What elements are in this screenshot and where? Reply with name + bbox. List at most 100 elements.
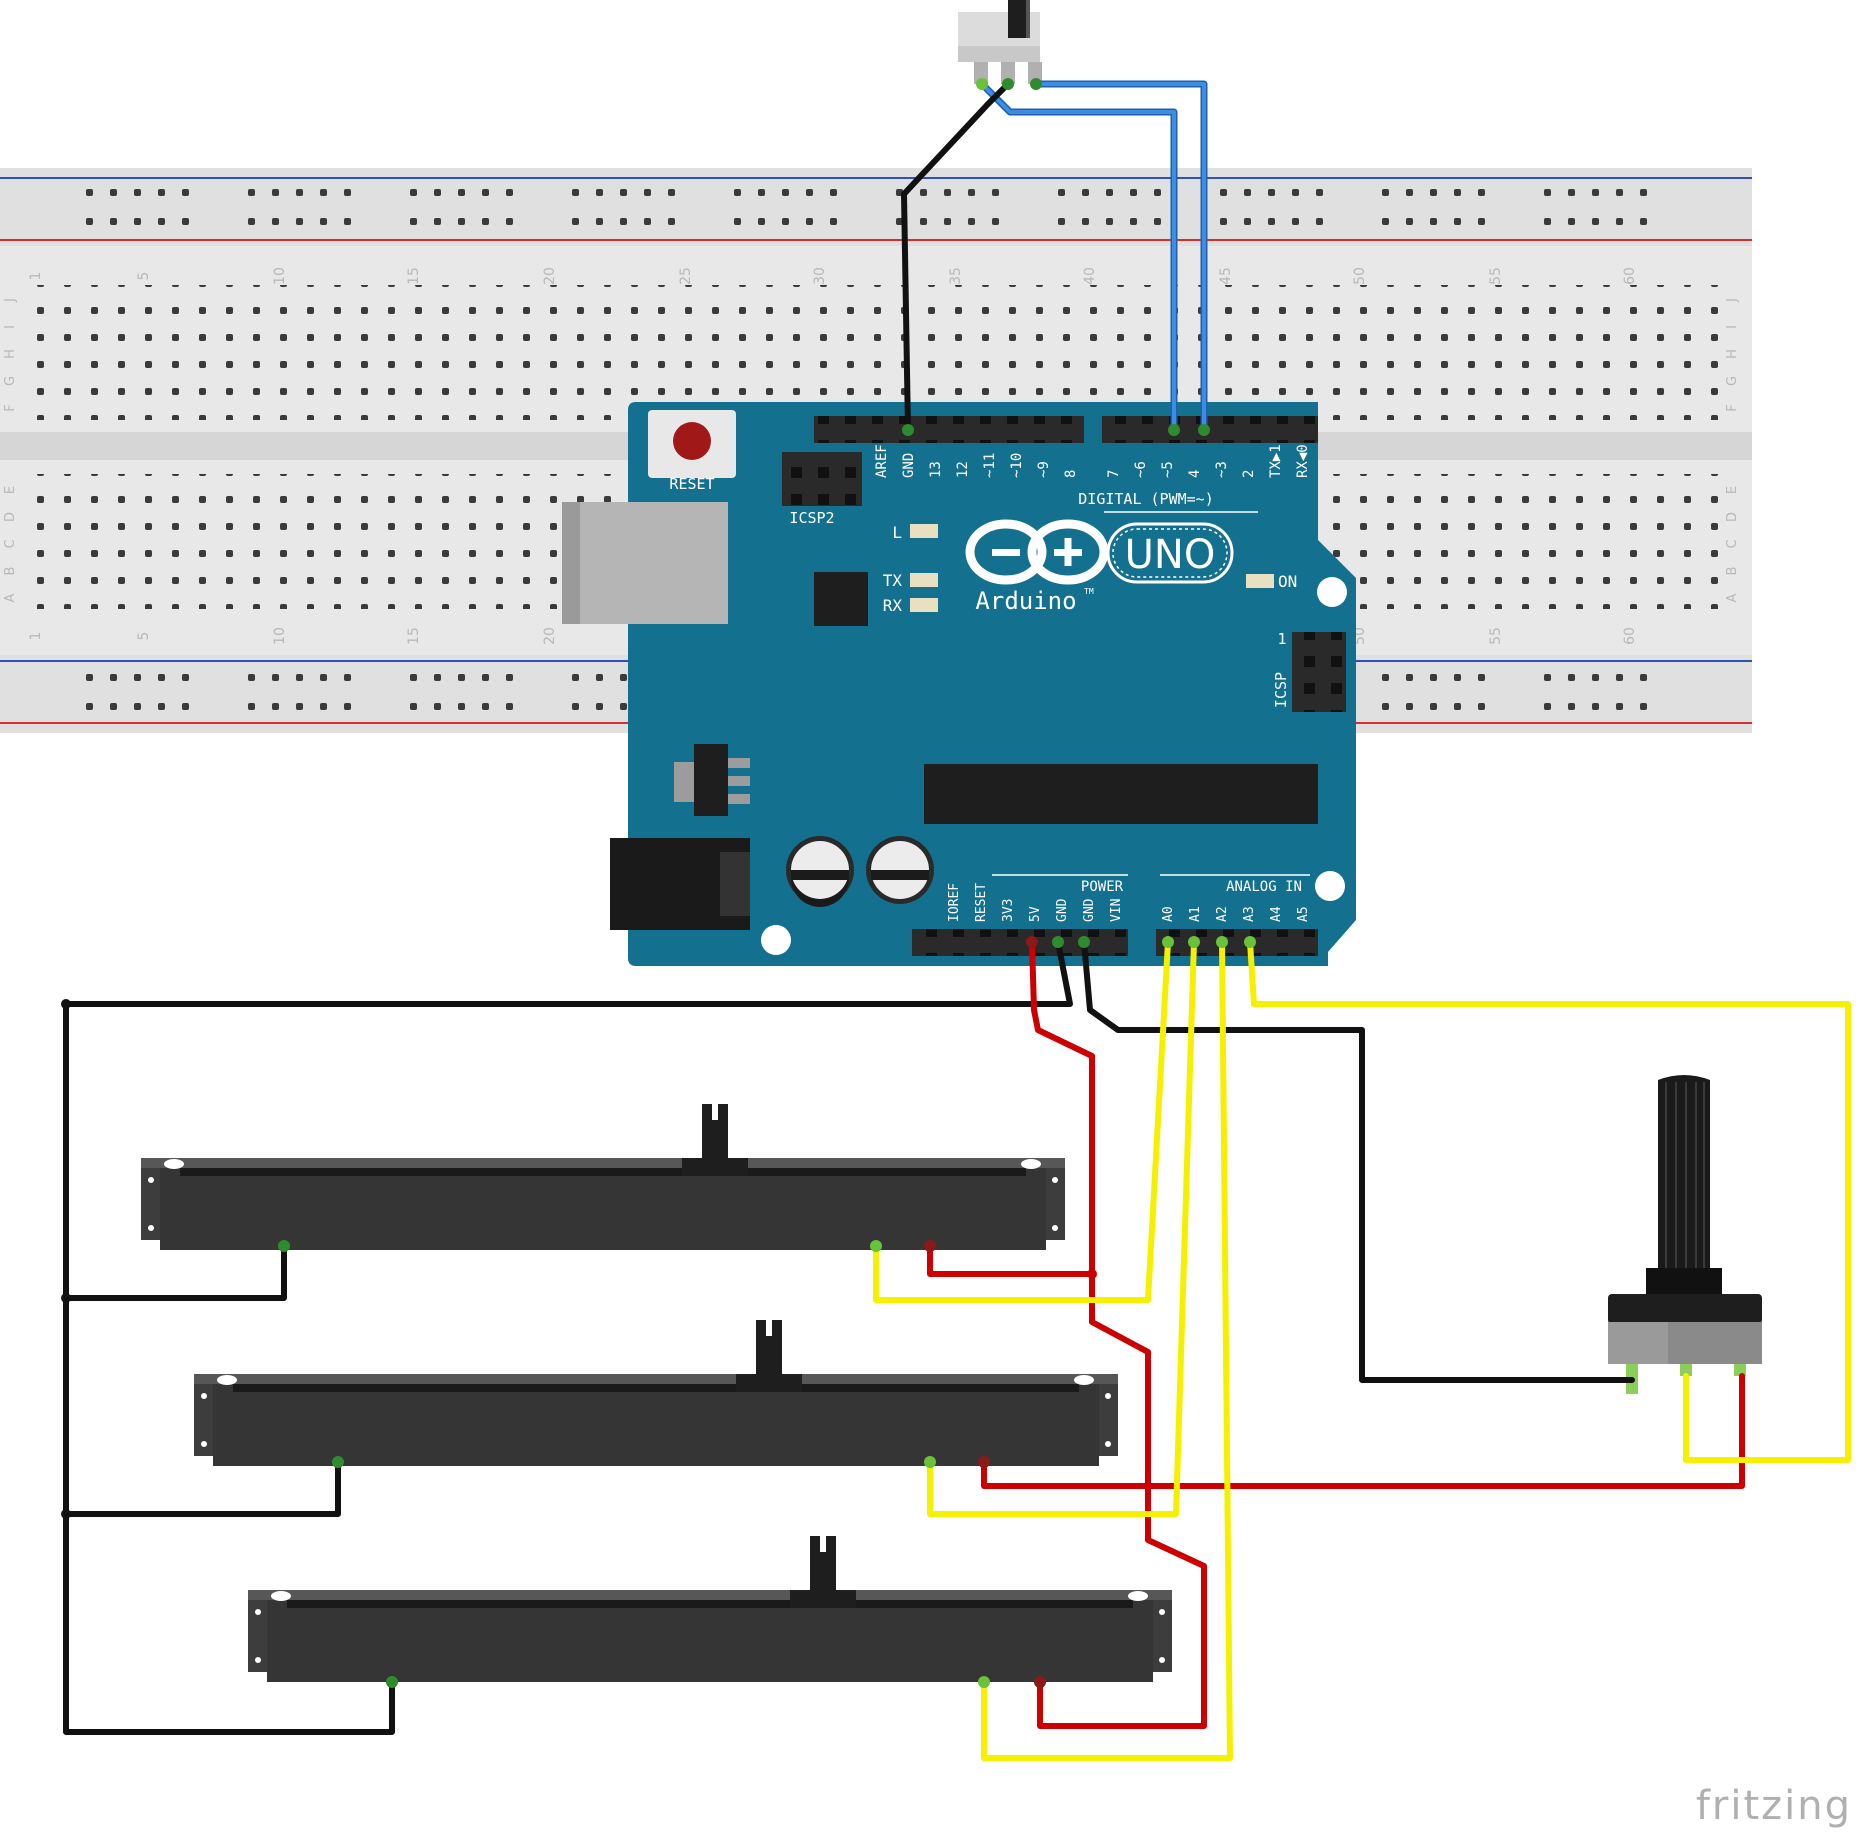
rail-hole (1640, 218, 1647, 225)
rail-hole (1244, 218, 1251, 225)
wire-yellow-a3 (1247, 939, 1851, 1463)
digital-pin-label: 4 (1187, 470, 1203, 478)
slider-knob[interactable] (682, 1158, 748, 1176)
slider-knob[interactable] (736, 1374, 802, 1392)
rail-hole (1640, 189, 1647, 196)
rail-hole (620, 189, 627, 196)
rail-hole (110, 218, 117, 225)
power-pin-label: 5V (1028, 906, 1043, 922)
row-letter: E (1725, 486, 1740, 494)
rail-hole (482, 674, 489, 681)
rotary-nut (1646, 1268, 1722, 1294)
rail-hole (1616, 218, 1623, 225)
rail-hole (1406, 218, 1413, 225)
rail-hole (1082, 218, 1089, 225)
rail-hole (1292, 218, 1299, 225)
digital-pin-label: GND (901, 453, 917, 478)
rail-hole (320, 703, 327, 710)
rail-hole (668, 218, 675, 225)
digital-pin-label: ~3 (1214, 461, 1230, 478)
rail-hole (806, 218, 813, 225)
row-letter: D (1725, 512, 1740, 522)
row-letter: D (3, 512, 18, 522)
rail-hole (158, 703, 165, 710)
rail-hole (182, 218, 189, 225)
led-tx (910, 573, 938, 587)
analog-label: ANALOG IN (1226, 879, 1302, 895)
wire-black-gnd-bus (63, 939, 1073, 1735)
digital-pin-label: ~10 (1009, 453, 1025, 478)
slider-knob-handle[interactable] (702, 1104, 728, 1158)
icsp-label: ICSP (1272, 672, 1290, 708)
rail-hole (344, 218, 351, 225)
reset-button-cap[interactable] (673, 422, 711, 460)
rail-hole (458, 674, 465, 681)
row-letter: J (3, 298, 18, 303)
column-number: 20 (542, 627, 558, 645)
digital-pin-label: TX▶1 (1268, 444, 1284, 478)
power-pin-label: GND (1082, 898, 1097, 922)
rail-hole (134, 674, 141, 681)
rail-hole (182, 674, 189, 681)
rail-hole (1430, 218, 1437, 225)
row-letter: I (3, 325, 18, 329)
power-jack-shade (720, 852, 750, 916)
slider-knob[interactable] (790, 1590, 856, 1608)
rail-hole (1382, 189, 1389, 196)
rail-hole (320, 189, 327, 196)
wire-red-5v-main (1029, 939, 1207, 1729)
rail-hole (596, 218, 603, 225)
rail-hole (134, 189, 141, 196)
row-letter: G (1725, 376, 1740, 386)
rail-hole (644, 189, 651, 196)
rail-hole (1292, 189, 1299, 196)
rail-hole (506, 218, 513, 225)
row-letter: F (3, 404, 18, 411)
rail-hole (1592, 218, 1599, 225)
led-l (910, 524, 938, 538)
slide-potentiometer-3 (248, 1536, 1172, 1682)
rail-hole (344, 189, 351, 196)
column-number: 1 (28, 632, 44, 641)
digital-pin-label: 8 (1063, 470, 1079, 478)
column-number: 20 (542, 267, 558, 285)
power-pin-label: VIN (1109, 899, 1124, 922)
rail-hole (782, 189, 789, 196)
rotary-pin (1734, 1364, 1746, 1376)
slider-knob-handle[interactable] (756, 1320, 782, 1374)
row-letter: C (1725, 539, 1740, 548)
rotary-potentiometer (1608, 1075, 1762, 1394)
wire-yellow-a0 (873, 939, 1171, 1303)
rail-hole (296, 189, 303, 196)
wire-black-gnd-pot1 (63, 1243, 287, 1301)
mounting-hole (1317, 577, 1347, 607)
row-letter: B (1725, 567, 1740, 576)
rail-hole (596, 189, 603, 196)
digital-pin-label: RX◀0 (1295, 444, 1311, 478)
digital-label: DIGITAL (PWM=~) (1078, 490, 1213, 508)
rail-hole (1406, 703, 1413, 710)
rail-hole (620, 674, 627, 681)
row-letter: A (1725, 593, 1740, 602)
slider-knob-handle[interactable] (810, 1536, 836, 1590)
rail-hole (1106, 218, 1113, 225)
rail-hole (1616, 703, 1623, 710)
wire-yellow-a1 (927, 939, 1197, 1517)
switch-pin (974, 62, 988, 84)
wire-yellow-a2 (981, 939, 1233, 1761)
switch-actuator[interactable] (1008, 0, 1030, 38)
led-tx-label: TX (883, 571, 903, 590)
rail-hole (596, 674, 603, 681)
wire-red-5v-pot2 (981, 1373, 1745, 1489)
rail-hole (992, 189, 999, 196)
rail-hole (1430, 703, 1437, 710)
rail-hole (758, 189, 765, 196)
rail-hole (1568, 189, 1575, 196)
rail-hole (482, 218, 489, 225)
led-on (1246, 574, 1274, 588)
row-letter: B (3, 567, 18, 576)
